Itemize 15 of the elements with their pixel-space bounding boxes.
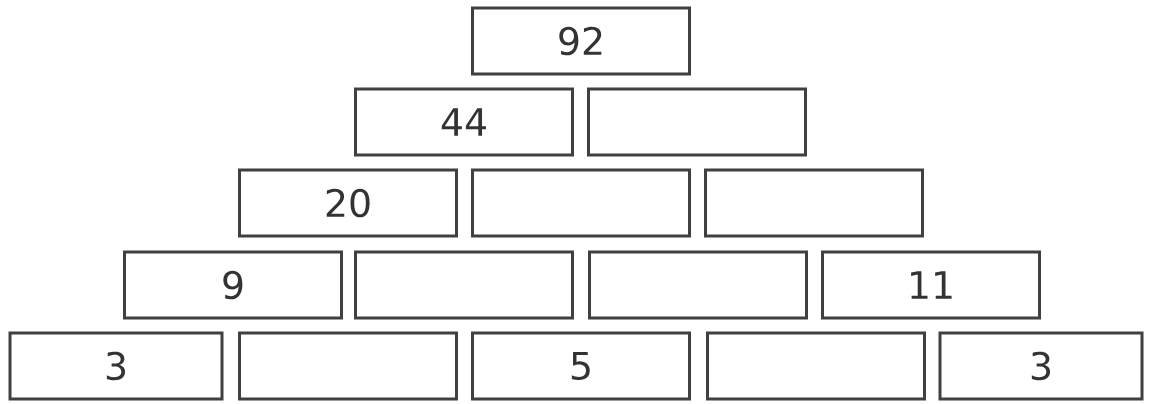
number-brick: 9 [123, 250, 343, 320]
number-brick: 44 [354, 87, 574, 157]
number-brick: 5 [471, 331, 691, 401]
empty-brick [238, 331, 458, 401]
empty-brick [471, 168, 691, 238]
empty-brick [704, 168, 924, 238]
empty-brick [587, 87, 807, 157]
number-brick: 20 [238, 168, 458, 238]
empty-brick [706, 331, 926, 401]
empty-brick [588, 250, 808, 320]
number-brick: 92 [471, 6, 691, 76]
empty-brick [354, 250, 574, 320]
number-brick: 3 [938, 331, 1144, 401]
number-brick: 11 [821, 250, 1041, 320]
number-brick: 3 [8, 331, 224, 401]
